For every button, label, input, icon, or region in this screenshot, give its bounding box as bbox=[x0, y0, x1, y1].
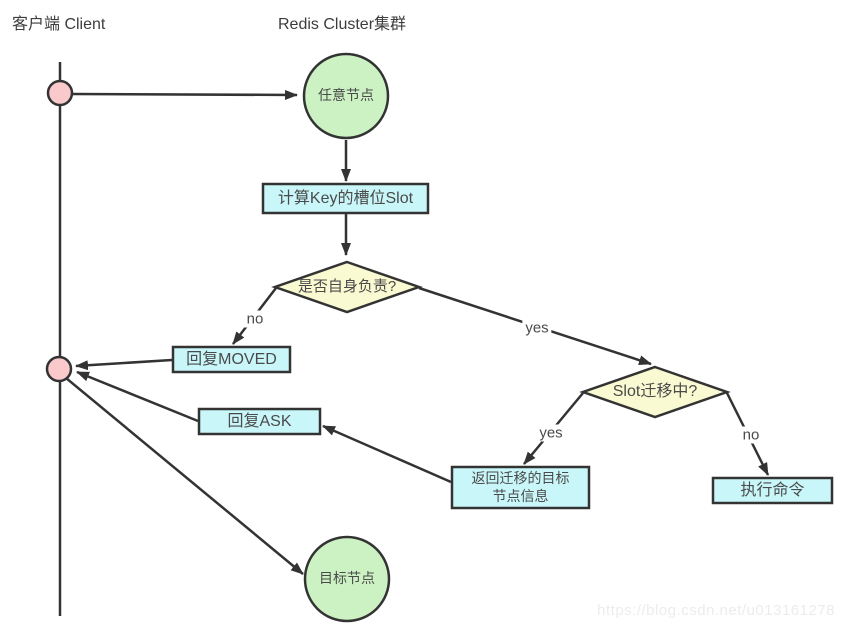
slot-migrating-diamond bbox=[579, 365, 731, 419]
is-self-responsible-label: 是否自身负责? bbox=[297, 277, 397, 295]
reply-ask-box bbox=[197, 407, 322, 436]
client-lane-header: 客户端 Client bbox=[12, 16, 106, 33]
return-target-label: 返回迁移的目标节点信息 bbox=[452, 467, 589, 508]
arrow-client-to-target-node bbox=[65, 377, 304, 575]
slot-migrating-label: Slot迁移中? bbox=[612, 383, 698, 400]
execute-command-box bbox=[711, 476, 834, 505]
edge-label-yes-migrating: yes bbox=[536, 424, 566, 442]
any-node-circle bbox=[302, 52, 390, 140]
return-target-line1: 返回迁移的目标 bbox=[471, 470, 570, 486]
return-target-box bbox=[450, 465, 591, 510]
arrow-reply-moved-to-client bbox=[75, 358, 173, 371]
reply-ask-label: 回复ASK bbox=[227, 412, 292, 430]
calc-slot-label: 计算Key的槽位Slot bbox=[277, 189, 414, 207]
reply-moved-box bbox=[171, 345, 292, 374]
return-target-line2: 节点信息 bbox=[492, 487, 549, 504]
client-point-top bbox=[46, 79, 74, 107]
arrow-return-target-to-reply-ask bbox=[322, 424, 452, 484]
is-self-responsible-diamond bbox=[271, 260, 423, 314]
client-point-mid bbox=[45, 355, 73, 383]
target-node-circle bbox=[303, 535, 391, 623]
arrow-client-to-any-node bbox=[72, 89, 298, 100]
calc-slot-box bbox=[261, 182, 430, 215]
arrow-reply-ask-to-client bbox=[76, 370, 199, 423]
edge-label-yes-responsible: yes bbox=[522, 319, 552, 337]
execute-command-label: 执行命令 bbox=[740, 481, 805, 499]
target-node-label: 目标节点 bbox=[319, 570, 375, 587]
edge-label-no-responsible: no bbox=[243, 310, 267, 328]
any-node-label: 任意节点 bbox=[318, 87, 374, 104]
watermark-text: https://blog.csdn.net/u013161278 bbox=[597, 602, 835, 619]
edge-label-no-migrating: no bbox=[739, 426, 763, 444]
cluster-lane-header: Redis Cluster集群 bbox=[278, 16, 407, 33]
reply-moved-label: 回复MOVED bbox=[186, 350, 277, 368]
